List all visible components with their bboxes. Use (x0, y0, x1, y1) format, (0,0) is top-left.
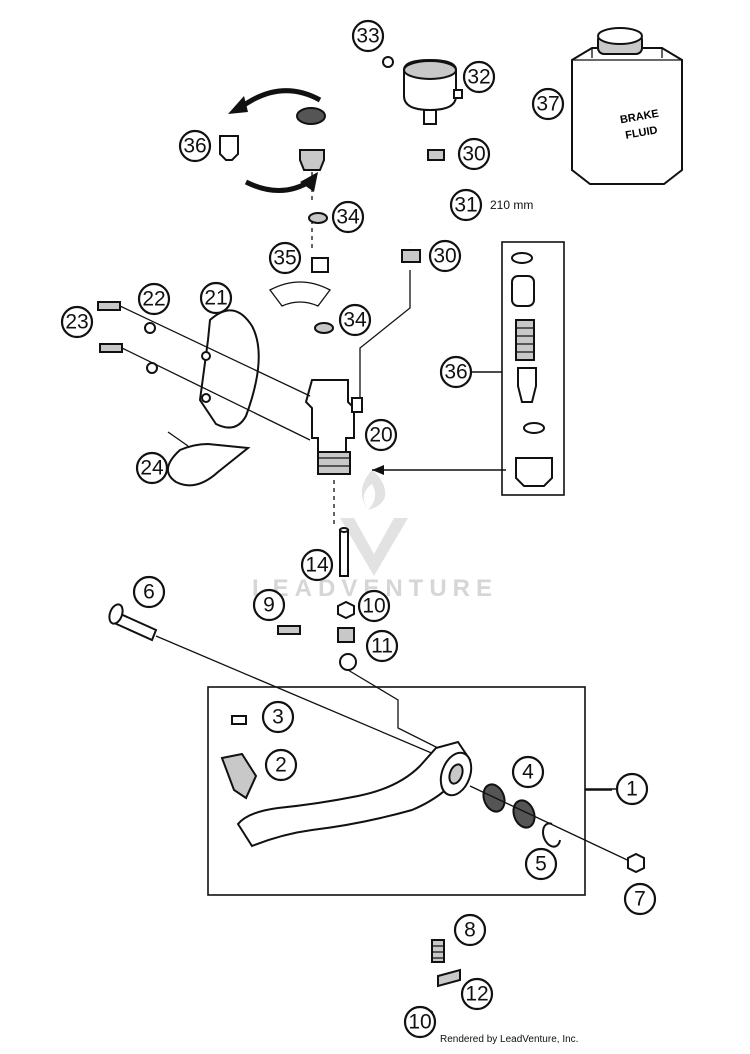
fluid-can-label-2: FLUID (624, 124, 658, 141)
svg-text:11: 11 (371, 635, 393, 658)
callout-22[interactable]: 22 (137, 282, 171, 316)
callout-36-left[interactable]: 36 (178, 129, 212, 163)
svg-text:8: 8 (464, 919, 476, 942)
svg-text:5: 5 (535, 853, 547, 876)
svg-text:10: 10 (408, 1011, 431, 1034)
svg-text:33: 33 (356, 25, 379, 48)
callout-1[interactable]: 1 (615, 772, 649, 806)
callout-20[interactable]: 20 (364, 418, 398, 452)
svg-text:1: 1 (626, 778, 638, 801)
callout-34-lower[interactable]: 34 (338, 303, 372, 337)
callout-9[interactable]: 9 (252, 588, 286, 622)
push-rod (333, 480, 349, 577)
callout-12[interactable]: 12 (460, 977, 494, 1011)
svg-text:7: 7 (634, 888, 646, 911)
callout-36-right[interactable]: 36 (439, 355, 473, 389)
callout-32[interactable]: 32 (462, 60, 496, 94)
svg-text:30: 30 (433, 245, 456, 268)
svg-text:9: 9 (263, 594, 275, 617)
credit-text: Rendered by LeadVenture, Inc. (440, 1034, 578, 1045)
pedal-linkage (108, 600, 449, 761)
svg-text:6: 6 (143, 581, 155, 604)
callout-23[interactable]: 23 (60, 305, 94, 339)
callout-34-upper[interactable]: 34 (331, 200, 365, 234)
svg-text:21: 21 (204, 287, 227, 310)
svg-text:24: 24 (140, 457, 164, 480)
rotation-arrows (219, 88, 326, 250)
callout-11[interactable]: 11 (365, 629, 399, 663)
callout-7[interactable]: 7 (623, 882, 657, 916)
svg-text:31: 31 (454, 194, 477, 217)
callout-4[interactable]: 4 (511, 755, 545, 789)
callout-21[interactable]: 21 (199, 281, 233, 315)
svg-text:32: 32 (467, 66, 490, 89)
svg-text:10: 10 (362, 595, 385, 618)
fluid-reservoir (382, 56, 463, 125)
callout-30-lower[interactable]: 30 (428, 239, 462, 273)
svg-text:2: 2 (275, 754, 287, 777)
part-36-detail-box (372, 241, 565, 496)
callout-24[interactable]: 24 (135, 451, 169, 485)
callout-35[interactable]: 35 (268, 241, 302, 275)
svg-text:14: 14 (305, 554, 329, 577)
callout-2[interactable]: 2 (264, 748, 298, 782)
callout-37[interactable]: 37 (531, 87, 565, 121)
svg-text:22: 22 (142, 288, 165, 311)
callout-14[interactable]: 14 (300, 548, 334, 582)
callout-31[interactable]: 31 (449, 188, 483, 222)
callout-10-lower[interactable]: 10 (403, 1005, 437, 1039)
callout-30-upper[interactable]: 30 (457, 137, 491, 171)
svg-text:20: 20 (369, 424, 392, 447)
svg-text:30: 30 (462, 143, 485, 166)
watermark: LEADVENTURE (252, 470, 492, 602)
svg-text:37: 37 (536, 93, 559, 116)
callout-33[interactable]: 33 (351, 19, 385, 53)
hose-length-note: 210 mm (490, 198, 533, 212)
heat-guard (97, 301, 311, 487)
brake-pedal-assembly (207, 686, 645, 896)
svg-text:3: 3 (272, 706, 284, 729)
brake-fluid-can: BRAKE FLUID (571, 27, 683, 185)
callout-6[interactable]: 6 (132, 575, 166, 609)
svg-text:36: 36 (183, 135, 206, 158)
callout-10-upper[interactable]: 10 (357, 589, 391, 623)
svg-text:34: 34 (343, 309, 367, 332)
master-cylinder (304, 270, 411, 475)
hose-assembly (401, 149, 445, 263)
watermark-flame-icon (361, 470, 386, 510)
svg-text:34: 34 (336, 206, 360, 229)
svg-text:12: 12 (465, 983, 488, 1006)
svg-text:4: 4 (522, 761, 534, 784)
svg-text:35: 35 (273, 247, 296, 270)
callout-3[interactable]: 3 (261, 700, 295, 734)
callout-5[interactable]: 5 (524, 847, 558, 881)
svg-text:23: 23 (65, 311, 88, 334)
svg-text:36: 36 (444, 361, 467, 384)
orings (269, 212, 334, 334)
watermark-v-icon (340, 518, 408, 576)
callout-8[interactable]: 8 (453, 913, 487, 947)
